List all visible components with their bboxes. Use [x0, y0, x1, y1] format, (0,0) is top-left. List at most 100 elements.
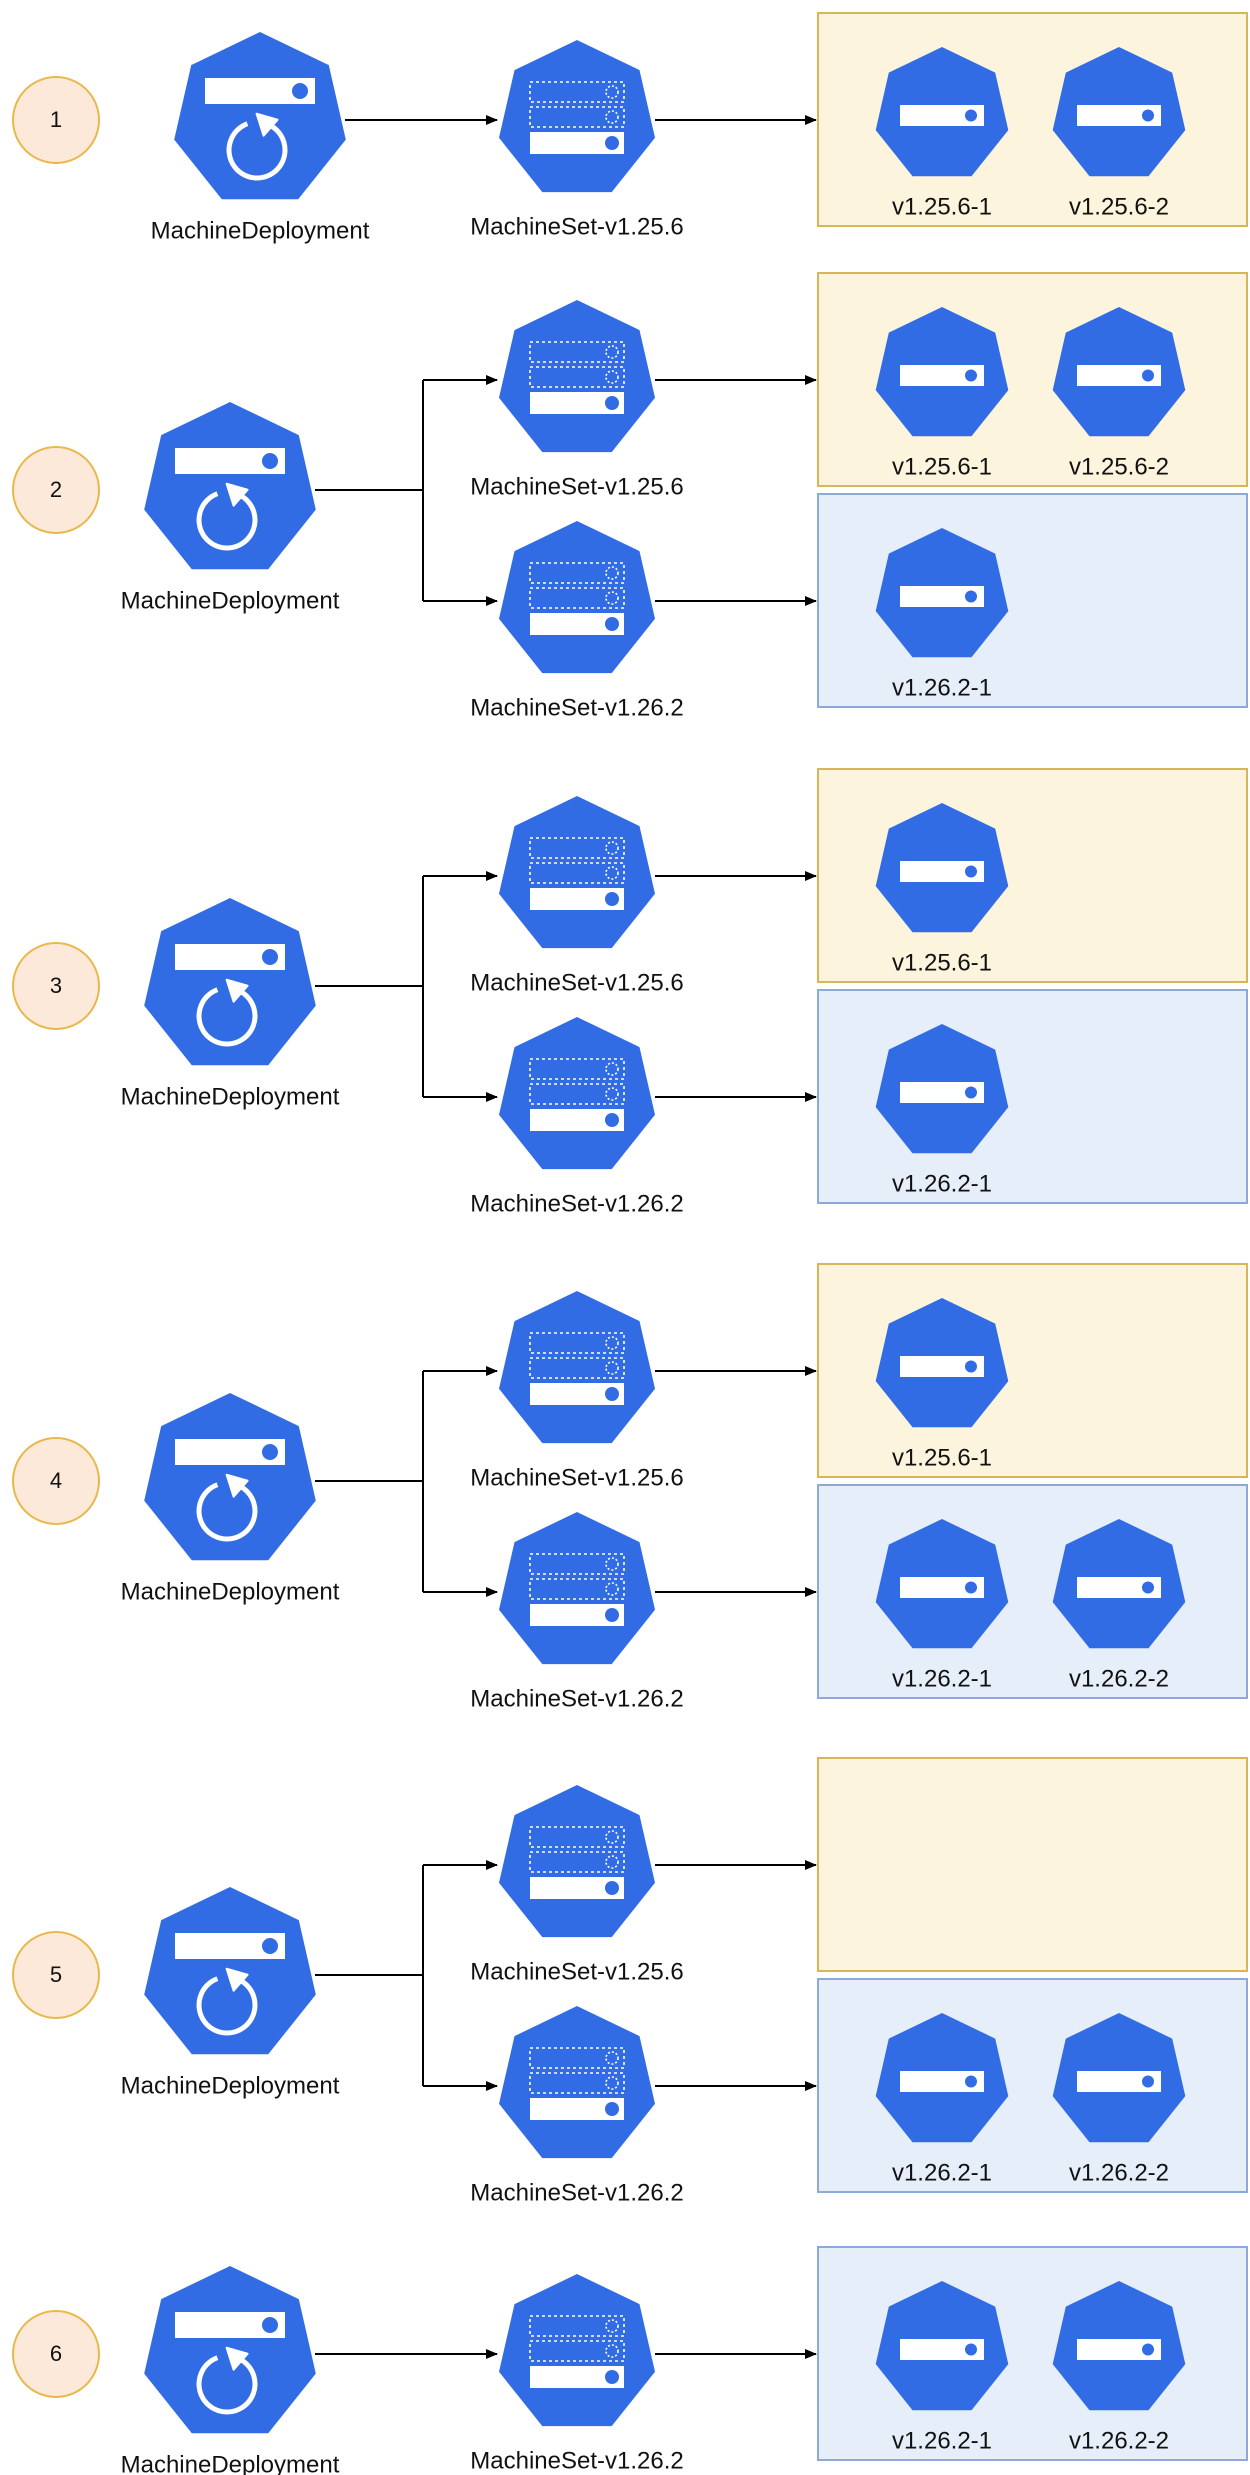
machineset-old: MachineSet-v1.25.6 [470, 1757, 1248, 1985]
machineset-label: MachineSet-v1.26.2 [470, 694, 683, 721]
machinedeployment-icon [144, 1393, 316, 1561]
machine-icon [875, 47, 1009, 177]
machine: v1.26.2-1 [875, 1519, 1009, 1692]
machine: v1.26.2-2 [1052, 1519, 1186, 1692]
machine: v1.26.2-1 [875, 2013, 1009, 2186]
machine-label: v1.26.2-2 [1069, 1665, 1169, 1692]
machineset-old: MachineSet-v1.25.6 v1.25.6-1 [470, 768, 1248, 996]
machineset-icon [499, 2006, 655, 2159]
machine-label: v1.26.2-1 [892, 1170, 992, 1197]
machinedeployment-label: MachineDeployment [121, 1083, 340, 1110]
machine-label: v1.26.2-2 [1069, 2159, 1169, 2186]
machine-label: v1.25.6-1 [892, 949, 992, 976]
machine-icon [875, 2281, 1009, 2411]
machineset-old: MachineSet-v1.25.6 v1.25.6-1 v1.25.6-2 [470, 12, 1248, 240]
machine-icon [1052, 1519, 1186, 1649]
machine: v1.25.6-1 [875, 307, 1009, 480]
step-number: 2 [50, 477, 62, 502]
machinedeployment-label: MachineDeployment [121, 2451, 340, 2475]
machineset-new: MachineSet-v1.26.2 v1.26.2-1 v1.26.2-2 [470, 1484, 1248, 1712]
step-number: 4 [50, 1468, 62, 1493]
machineset-icon [499, 300, 655, 453]
machine: v1.26.2-2 [1052, 2013, 1186, 2186]
machine: v1.25.6-1 [875, 1298, 1009, 1471]
machineset-old: MachineSet-v1.25.6 v1.25.6-1 [470, 1263, 1248, 1491]
machine-label: v1.25.6-2 [1069, 193, 1169, 220]
machine-icon [1052, 2013, 1186, 2143]
machineset-new: MachineSet-v1.26.2 v1.26.2-1 [470, 493, 1248, 721]
machineset-old: MachineSet-v1.25.6 v1.25.6-1 v1.25.6-2 [470, 272, 1248, 500]
machine-label: v1.25.6-1 [892, 193, 992, 220]
machine: v1.25.6-1 [875, 803, 1009, 976]
machine-label: v1.26.2-1 [892, 674, 992, 701]
machine: v1.26.2-1 [875, 2281, 1009, 2454]
machineset-label: MachineSet-v1.26.2 [470, 2447, 683, 2474]
machineset-icon [499, 1785, 655, 1938]
machine-icon [1052, 307, 1186, 437]
machine: v1.25.6-2 [1052, 307, 1186, 480]
step-number-badge: 3 [12, 942, 100, 1030]
machineset-label: MachineSet-v1.25.6 [470, 213, 683, 240]
step-5: 5MachineDeploymentMachineSet-v1.25.6Mach… [12, 1757, 1248, 2206]
step-number-badge: 2 [12, 446, 100, 534]
machine-icon [875, 1298, 1009, 1428]
machine-label: v1.26.2-2 [1069, 2427, 1169, 2454]
machineset-label: MachineSet-v1.25.6 [470, 1958, 683, 1985]
machine-icon [875, 307, 1009, 437]
machinedeployment-icon [144, 2266, 316, 2434]
machineset-icon [499, 521, 655, 674]
machinedeployment-icon [144, 1887, 316, 2055]
machine-label: v1.25.6-2 [1069, 453, 1169, 480]
machineset-new: MachineSet-v1.26.2 v1.26.2-1 [470, 989, 1248, 1217]
machine: v1.26.2-1 [875, 1024, 1009, 1197]
machineset-icon [499, 1512, 655, 1665]
machineset-label: MachineSet-v1.26.2 [470, 2179, 683, 2206]
machine-icon [875, 1024, 1009, 1154]
machine-icon [1052, 2281, 1186, 2411]
machine-label: v1.26.2-1 [892, 1665, 992, 1692]
machineset-label: MachineSet-v1.25.6 [470, 1464, 683, 1491]
machine-icon [875, 803, 1009, 933]
machine: v1.25.6-1 [875, 47, 1009, 220]
step-number-badge: 6 [12, 2310, 100, 2398]
machineset-new: MachineSet-v1.26.2 v1.26.2-1 v1.26.2-2 [470, 2246, 1248, 2474]
machine-label: v1.26.2-1 [892, 2159, 992, 2186]
machine: v1.25.6-2 [1052, 47, 1186, 220]
machineset-label: MachineSet-v1.25.6 [470, 969, 683, 996]
machine-icon [1052, 47, 1186, 177]
machines-group-box [817, 1757, 1248, 1972]
machineset-label: MachineSet-v1.26.2 [470, 1685, 683, 1712]
machine: v1.26.2-2 [1052, 2281, 1186, 2454]
machineset-label: MachineSet-v1.26.2 [470, 1190, 683, 1217]
machineset-label: MachineSet-v1.25.6 [470, 473, 683, 500]
step-number-badge: 1 [12, 76, 100, 164]
machineset-icon [499, 2274, 655, 2427]
machine: v1.26.2-1 [875, 528, 1009, 701]
step-number: 3 [50, 973, 62, 998]
machineset-icon [499, 1017, 655, 1170]
machineset-new: MachineSet-v1.26.2 v1.26.2-1 v1.26.2-2 [470, 1978, 1248, 2206]
machine-icon [875, 1519, 1009, 1649]
machine-label: v1.25.6-1 [892, 453, 992, 480]
machine-label: v1.25.6-1 [892, 1444, 992, 1471]
machineset-icon [499, 796, 655, 949]
step-number-badge: 4 [12, 1437, 100, 1525]
step-number: 5 [50, 1962, 62, 1987]
machinedeployment-label: MachineDeployment [151, 217, 370, 244]
machinedeployment-label: MachineDeployment [121, 1578, 340, 1605]
step-number: 6 [50, 2341, 62, 2366]
machinedeployment-label: MachineDeployment [121, 2072, 340, 2099]
machinedeployment-icon [144, 898, 316, 1066]
machine-icon [875, 2013, 1009, 2143]
machinedeployment-label: MachineDeployment [121, 587, 340, 614]
machine-icon [875, 528, 1009, 658]
machine-label: v1.26.2-1 [892, 2427, 992, 2454]
step-number-badge: 5 [12, 1931, 100, 2019]
machineset-icon [499, 1291, 655, 1444]
